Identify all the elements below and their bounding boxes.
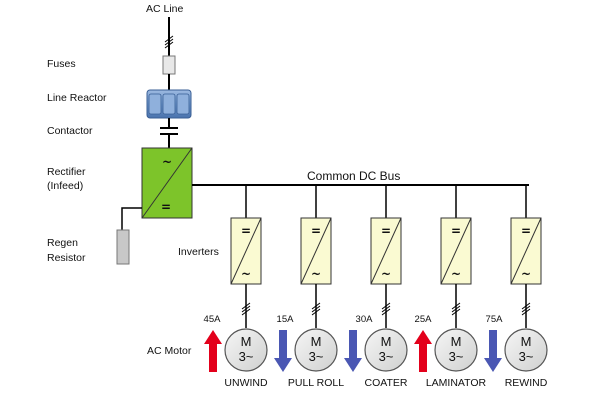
motor-phase-coater: 3~ xyxy=(379,349,394,364)
inverter-dc-symbol-laminator: = xyxy=(451,224,461,238)
inverter-diagonal-rewind xyxy=(510,217,542,285)
inverters-label: Inverters xyxy=(178,246,219,258)
motor-symbol-coater: M xyxy=(381,334,392,349)
current-label-coater: 30A xyxy=(356,314,374,325)
rectifier-sublabel: (Infeed) xyxy=(47,180,83,192)
current-label-rewind: 75A xyxy=(486,314,504,325)
arrow-up-icon-laminator xyxy=(414,330,432,372)
fuses-label: Fuses xyxy=(47,58,76,70)
regen-sublabel: Resistor xyxy=(47,252,86,264)
inverter-ac-symbol-laminator: ~ xyxy=(451,267,461,281)
drive-label-rewind: REWIND xyxy=(505,377,548,389)
phase-tick-pull-roll-1 xyxy=(311,305,321,313)
drive-label-unwind: UNWIND xyxy=(224,377,268,389)
rectifier-dc-symbol: = xyxy=(161,200,171,214)
inverter-dc-symbol-rewind: = xyxy=(521,224,531,238)
motor-rewind xyxy=(504,328,548,372)
inverter-diagonal-coater xyxy=(370,217,402,285)
phase-tick-coater-2 xyxy=(381,308,391,316)
inverter-ac-symbol-rewind: ~ xyxy=(521,267,531,281)
inverter-dc-symbol-coater: = xyxy=(381,224,391,238)
inverter-diagonal-pull-roll xyxy=(300,217,332,285)
phase-tick-unwind-1 xyxy=(241,305,251,313)
motor-laminator xyxy=(434,328,478,372)
motor-unwind xyxy=(224,328,268,372)
phase-tick-laminator-1 xyxy=(451,305,461,313)
motor-symbol-unwind: M xyxy=(241,334,252,349)
rectifier-ac-symbol: ~ xyxy=(162,155,172,169)
arrow-down-icon-rewind xyxy=(484,330,502,372)
current-labels: 45A 15A 30A 25A 75A xyxy=(204,314,504,325)
common-dc-bus-label: Common DC Bus xyxy=(307,169,400,183)
regen-resistor xyxy=(116,229,130,265)
inverter-ac-symbol-pull-roll: ~ xyxy=(311,267,321,281)
drive-labels: UNWIND PULL ROLL COATER LAMINATOR REWIND xyxy=(224,377,547,389)
drive-group: =~M3~=~M3~=~M3~=~M3~=~M3~ xyxy=(204,185,548,372)
motor-symbol-rewind: M xyxy=(521,334,532,349)
motor-coater xyxy=(364,328,408,372)
phase-tick-rewind-1 xyxy=(521,305,531,313)
rectifier-label: Rectifier xyxy=(47,166,86,178)
inverter-dc-symbol-pull-roll: = xyxy=(311,224,321,238)
phase-tick-pull-roll-2 xyxy=(311,308,321,316)
inverter-ac-symbol-unwind: ~ xyxy=(241,267,251,281)
regen-resistor-circuit xyxy=(116,207,142,265)
line-reactor-label: Line Reactor xyxy=(47,92,107,104)
line-reactor xyxy=(146,89,192,119)
motor-phase-laminator: 3~ xyxy=(449,349,464,364)
ac-motor-label: AC Motor xyxy=(147,345,192,357)
arrow-down-icon-coater xyxy=(344,330,362,372)
drive-label-laminator: LAMINATOR xyxy=(426,377,487,389)
contactor xyxy=(160,127,178,135)
contactor-label: Contactor xyxy=(47,125,93,137)
phase-tick-rewind-2 xyxy=(521,308,531,316)
three-phase-tick xyxy=(164,35,174,49)
phase-tick-coater-1 xyxy=(381,305,391,313)
motor-phase-rewind: 3~ xyxy=(519,349,534,364)
motor-symbol-laminator: M xyxy=(451,334,462,349)
inverter-ac-symbol-coater: ~ xyxy=(381,267,391,281)
motor-phase-pull-roll: 3~ xyxy=(309,349,324,364)
phase-tick-rewind-0 xyxy=(521,302,531,310)
phase-tick-unwind-0 xyxy=(241,302,251,310)
current-label-laminator: 25A xyxy=(415,314,433,325)
arrow-up-icon-unwind xyxy=(204,330,222,372)
motor-symbol-pull-roll: M xyxy=(311,334,322,349)
fuse xyxy=(162,55,176,75)
phase-tick-pull-roll-0 xyxy=(311,302,321,310)
drive-label-pull-roll: PULL ROLL xyxy=(288,377,344,389)
arrow-down-icon-pull-roll xyxy=(274,330,292,372)
drive-label-coater: COATER xyxy=(365,377,408,389)
current-label-unwind: 45A xyxy=(204,314,222,325)
inverter-diagonal-laminator xyxy=(440,217,472,285)
phase-tick-coater-0 xyxy=(381,302,391,310)
motor-pull-roll xyxy=(294,328,338,372)
phase-tick-laminator-0 xyxy=(451,302,461,310)
inverter-dc-symbol-unwind: = xyxy=(241,224,251,238)
regen-label: Regen xyxy=(47,237,78,249)
inverter-diagonal-unwind xyxy=(230,217,262,285)
current-label-pull-roll: 15A xyxy=(277,314,295,325)
motor-phase-unwind: 3~ xyxy=(239,349,254,364)
rectifier: ~ = xyxy=(141,147,193,219)
phase-tick-unwind-2 xyxy=(241,308,251,316)
phase-tick-laminator-2 xyxy=(451,308,461,316)
ac-line-label: AC Line xyxy=(146,3,184,15)
